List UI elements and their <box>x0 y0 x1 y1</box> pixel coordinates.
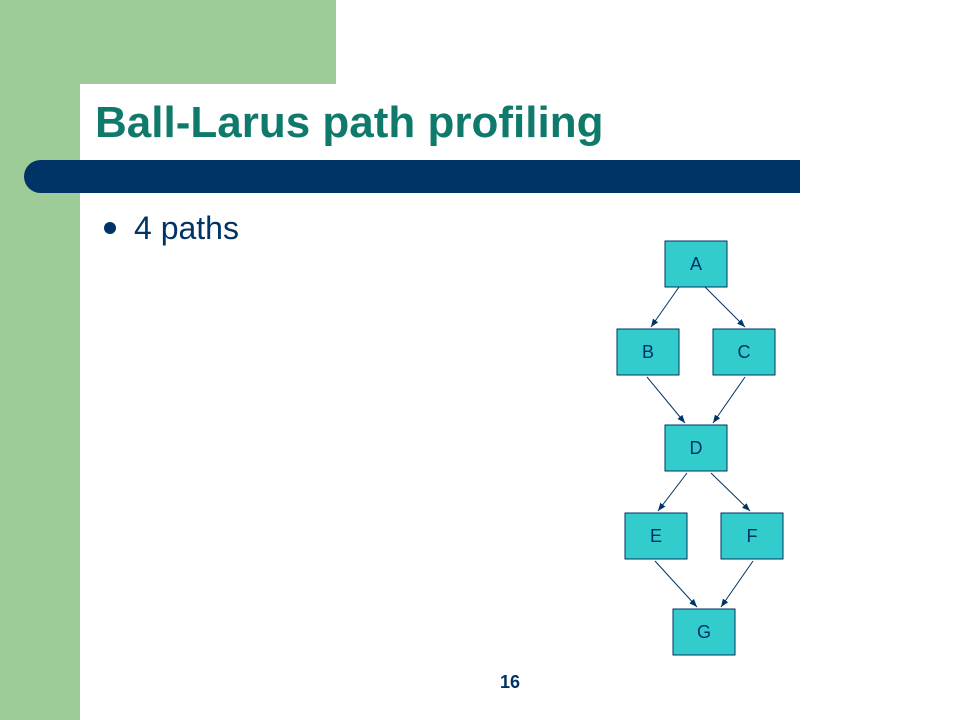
node-d: D <box>664 424 728 472</box>
node-g: G <box>672 608 736 656</box>
bullet-dot-icon <box>104 222 116 234</box>
page-number: 16 <box>499 672 521 692</box>
node-label: C <box>738 342 751 362</box>
node-e: E <box>624 512 688 560</box>
node-box <box>616 328 680 376</box>
decorative-green-header-block <box>80 0 336 84</box>
node-c: C <box>712 328 776 376</box>
node-label: D <box>690 438 703 458</box>
graph-nodes: A B C D E F G <box>616 240 784 656</box>
bullet-item: 4 paths <box>104 208 239 248</box>
decorative-rounded-corner <box>80 84 160 164</box>
edge-a-b <box>650 286 680 328</box>
slide-title: Ball-Larus path profiling <box>95 98 604 147</box>
title-underline-bar <box>24 160 800 193</box>
node-box <box>712 328 776 376</box>
edge-d-e <box>657 472 688 512</box>
node-label: A <box>690 254 702 274</box>
node-label: B <box>642 342 654 362</box>
edge-d-f <box>710 472 751 512</box>
edge-b-d <box>646 376 686 424</box>
node-box <box>664 424 728 472</box>
node-label: E <box>650 526 662 546</box>
node-b: B <box>616 328 680 376</box>
node-label: F <box>747 526 758 546</box>
node-f: F <box>720 512 784 560</box>
node-a: A <box>664 240 728 288</box>
node-box <box>672 608 736 656</box>
node-box <box>624 512 688 560</box>
decorative-green-sidebar <box>0 0 80 720</box>
bullet-text: 4 paths <box>134 209 239 246</box>
node-box <box>720 512 784 560</box>
edge-e-g <box>654 560 698 608</box>
graph-edges <box>646 286 754 608</box>
node-label: G <box>697 622 711 642</box>
edge-c-d <box>712 376 746 424</box>
edge-a-c <box>704 286 746 328</box>
edge-f-g <box>720 560 754 608</box>
node-box <box>664 240 728 288</box>
